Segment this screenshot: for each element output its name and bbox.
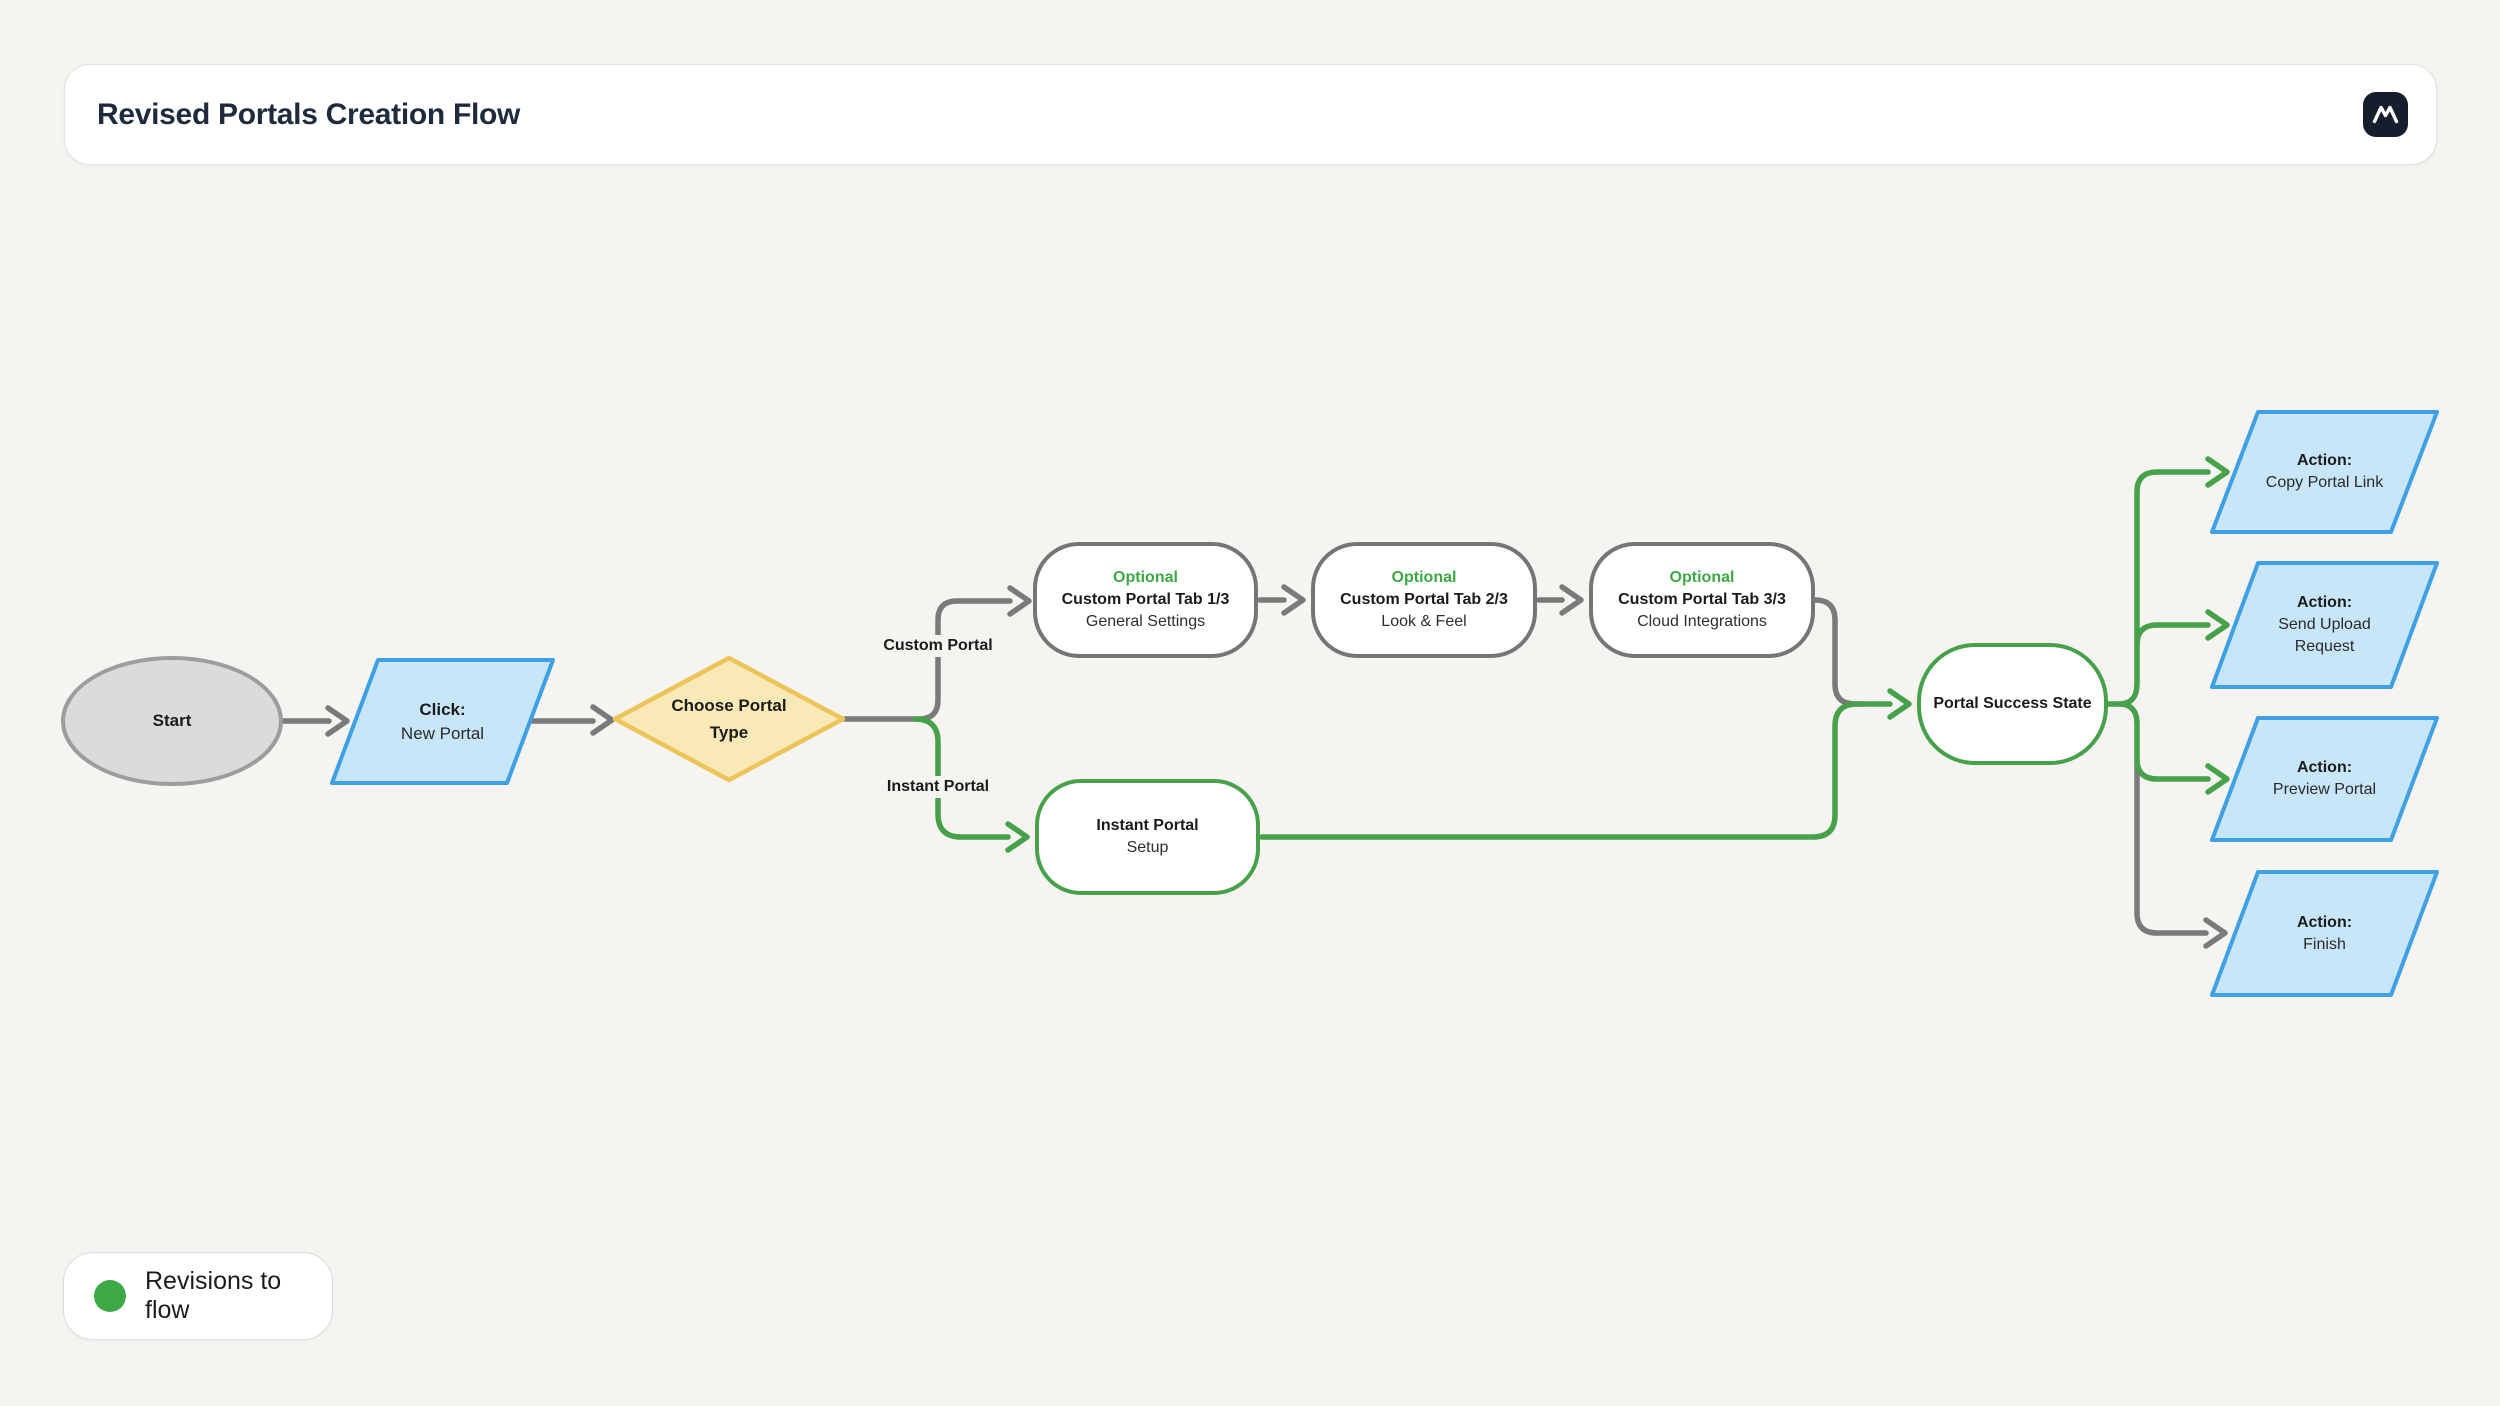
action-preview-portal-shape[interactable]: [2210, 716, 2439, 842]
edge-decision-to-instant: [912, 716, 1030, 853]
node-custom-tab-2[interactable]: Optional Custom Portal Tab 2/3 Look & Fe…: [1311, 542, 1537, 658]
legend-label: Revisions to flow: [145, 1267, 282, 1324]
node-portal-success-state[interactable]: Portal Success State: [1917, 643, 2108, 765]
mermaid-logo-button[interactable]: [2363, 92, 2408, 137]
edge-start-to-click: [280, 705, 350, 737]
optional-tag: Optional: [1669, 569, 1735, 586]
node-instant-portal-setup[interactable]: Instant Portal Setup: [1035, 779, 1260, 895]
start-node-shape[interactable]: [61, 656, 283, 786]
legend-card: Revisions to flow: [63, 1252, 333, 1340]
edge-success-to-send-upload: [2134, 609, 2230, 648]
node-title: Instant Portal: [1096, 817, 1199, 834]
edge-tab3-to-success: [1812, 597, 1865, 707]
choose-portal-type-shape[interactable]: [612, 655, 846, 783]
edge-success-to-copy-link: [2105, 456, 2230, 707]
node-subtitle: General Settings: [1085, 613, 1206, 630]
edge-tab2-to-tab3: [1536, 584, 1584, 616]
page-title: Revised Portals Creation Flow: [97, 97, 521, 131]
optional-tag: Optional: [1113, 569, 1178, 586]
node-title: Portal Success State: [1933, 695, 2092, 712]
edge-success-to-finish: [2134, 757, 2228, 949]
node-subtitle: Look & Feel: [1381, 613, 1467, 630]
click-new-portal-shape[interactable]: [330, 658, 555, 785]
action-send-upload-request-shape[interactable]: [2210, 561, 2439, 689]
action-finish-shape[interactable]: [2210, 870, 2439, 997]
node-title: Custom Portal Tab 2/3: [1340, 591, 1508, 608]
node-subtitle: Cloud Integrations: [1637, 613, 1767, 630]
edge-label-instant-portal: Instant Portal: [877, 776, 999, 798]
edge-decision-to-tab1: [842, 585, 1032, 722]
node-custom-tab-1[interactable]: Optional Custom Portal Tab 1/3 General S…: [1033, 542, 1258, 658]
node-title: Custom Portal Tab 1/3: [1061, 591, 1230, 608]
edge-tab1-to-tab2: [1257, 584, 1306, 616]
optional-tag: Optional: [1391, 569, 1457, 586]
edge-instant-to-success: [1259, 688, 1912, 840]
green-legend-dot: [94, 1280, 126, 1312]
node-subtitle: Setup: [1126, 839, 1169, 856]
edge-click-to-decision: [529, 704, 615, 736]
edge-success-to-preview: [2116, 701, 2230, 795]
m-zigzag-icon: [2372, 105, 2399, 124]
node-title: Custom Portal Tab 3/3: [1618, 591, 1786, 608]
node-custom-tab-3[interactable]: Optional Custom Portal Tab 3/3 Cloud Int…: [1589, 542, 1815, 658]
edge-label-custom-portal: Custom Portal: [874, 635, 1002, 657]
action-copy-portal-link-shape[interactable]: [2210, 410, 2439, 534]
diagram-header: Revised Portals Creation Flow: [64, 64, 2437, 165]
